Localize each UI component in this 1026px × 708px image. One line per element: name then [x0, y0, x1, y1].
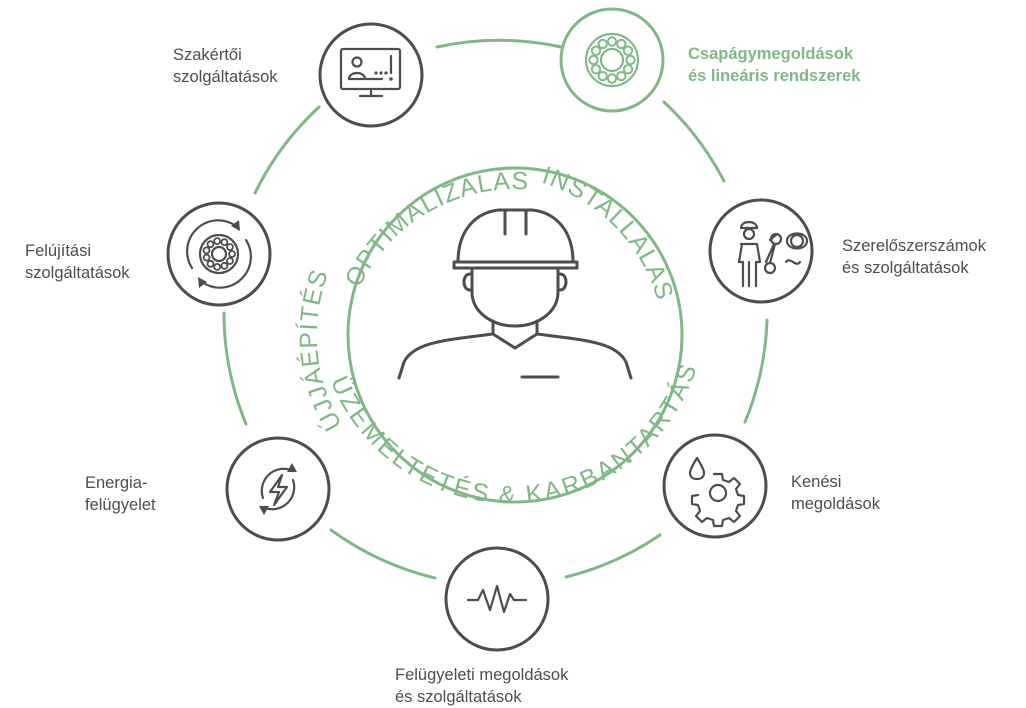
ring-segment — [743, 318, 769, 424]
inner-circle — [346, 166, 684, 504]
bearing-ball — [606, 36, 618, 47]
remanufacturing-bearing-icon[interactable] — [166, 201, 272, 307]
service-label-remanufacturing: Felújítási szolgáltatások — [25, 240, 130, 284]
expert-presentation-icon[interactable] — [318, 22, 424, 128]
service-label-expert: Szakértői szolgáltatások — [173, 44, 278, 88]
bearing-ball — [622, 45, 634, 56]
bearing-ball — [213, 262, 222, 271]
service-label-line: felügyelet — [85, 496, 156, 514]
bearing-ball — [588, 54, 599, 66]
service-label-line: és szolgáltatások — [395, 688, 522, 706]
service-label-line: Kenési — [791, 473, 842, 491]
service-label-line: Szakértői — [173, 46, 242, 64]
ring-segment — [253, 105, 321, 195]
service-label-line: szolgáltatások — [25, 264, 130, 282]
bearing-ball — [616, 70, 627, 82]
service-label-bearings: Csapágymegoldások és lineáris rendszerek — [688, 43, 860, 87]
service-label-line: Csapágymegoldások — [688, 45, 854, 63]
ring-segment — [435, 38, 563, 49]
ring-segment — [564, 533, 662, 579]
engineer-hard-hat-icon — [397, 208, 633, 380]
bearing-ball — [228, 250, 236, 258]
bearing-ball — [606, 73, 618, 84]
ring-segment — [662, 100, 726, 183]
service-label-line: megoldások — [791, 495, 880, 513]
service-label-monitoring: Felügyeleti megoldások és szolgáltatások — [395, 664, 568, 708]
energy-monitoring-icon[interactable] — [225, 436, 331, 542]
outer-ring — [222, 38, 769, 580]
service-label-line: és lineáris rendszerek — [688, 67, 861, 85]
bearing-ball — [597, 70, 608, 82]
service-label-line: szolgáltatások — [173, 68, 278, 86]
service-label-line: Felügyeleti megoldások — [395, 666, 569, 684]
service-label-energy: Energia- felügyelet — [85, 472, 156, 516]
bearing-ball — [597, 38, 608, 50]
bearing-ball — [202, 246, 211, 255]
phase-label-optimization: OPTIMALIZÁLÁS — [339, 166, 529, 291]
ring-segment — [329, 528, 437, 580]
service-label-tools: Szerelőszerszámok és szolgáltatások — [842, 235, 986, 279]
bearing-ball — [213, 237, 222, 246]
bearing-icon[interactable] — [559, 7, 665, 113]
bearing-ball — [220, 238, 229, 247]
bearing-ball — [206, 259, 215, 268]
service-label-line: Felújítási — [25, 242, 92, 260]
phase-label-operation: ÜZEMELTETÉS & KARBANTARTÁS — [324, 323, 719, 534]
service-label-lubrication: Kenési megoldások — [791, 471, 880, 515]
lubrication-gear-icon[interactable] — [662, 433, 768, 539]
bearing-ball — [226, 257, 234, 265]
mechanic-tools-icon[interactable] — [708, 198, 814, 304]
service-label-line: és szolgáltatások — [842, 259, 969, 277]
bearing-ball — [625, 54, 636, 66]
ring-segment — [222, 311, 248, 426]
phase-label-installation: INSTALLÁLÁS — [530, 134, 684, 330]
bearing-ball — [220, 261, 229, 270]
phase-label-rebuild: ÚJJÁÉPÍTÉS — [294, 266, 347, 437]
bearing-ball — [226, 243, 234, 251]
bearing-ball — [590, 64, 602, 75]
bearing-ball — [206, 240, 215, 249]
service-label-line: Energia- — [85, 474, 148, 492]
monitoring-waveform-icon[interactable] — [444, 546, 550, 652]
service-label-line: Szerelőszerszámok — [842, 237, 986, 255]
bearing-ball — [590, 45, 602, 56]
bearing-ball — [202, 253, 211, 262]
bearing-ball — [616, 38, 627, 50]
bearing-ball — [622, 64, 634, 75]
